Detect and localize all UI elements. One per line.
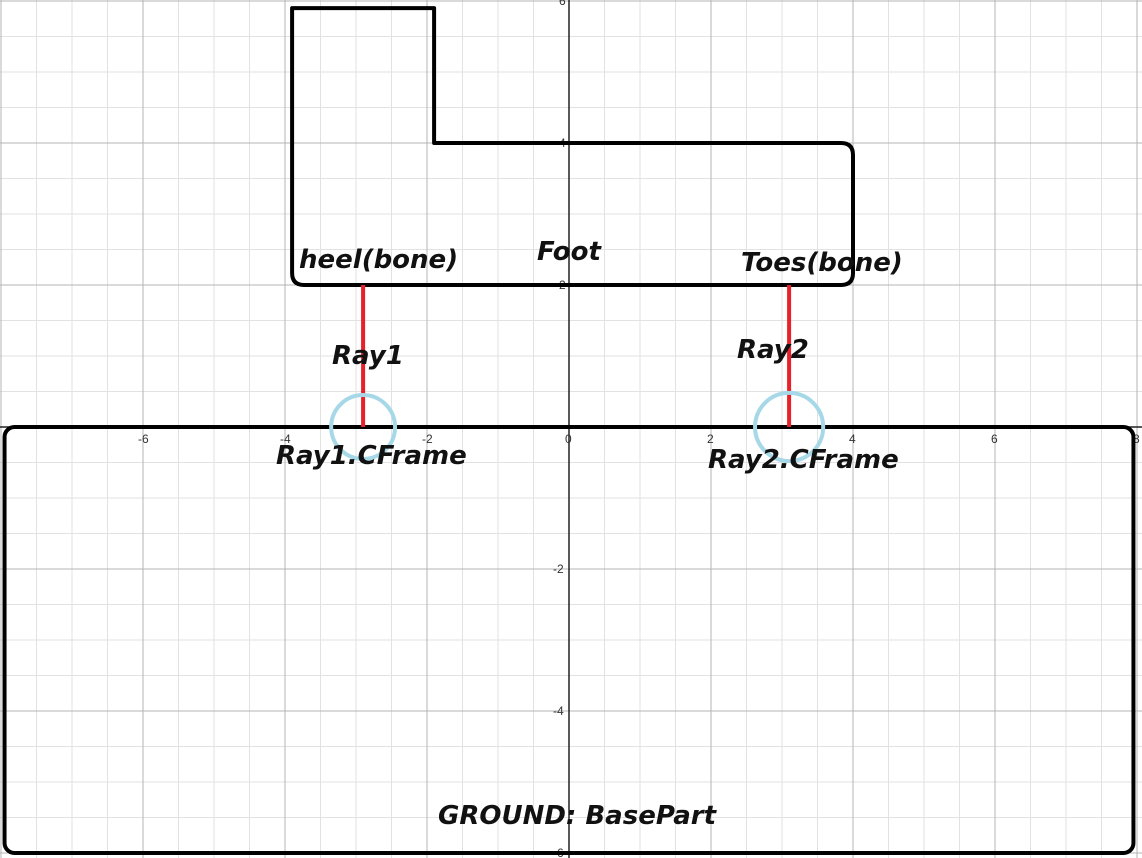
- y-tick-label: -2: [553, 562, 564, 576]
- ground-basepart-outline: [2, 425, 1136, 855]
- ray1-cframe-label: Ray1.CFrame: [276, 441, 467, 471]
- y-tick-label: -4: [553, 704, 564, 718]
- toes-bone-label: Toes(bone): [741, 248, 903, 278]
- x-tick-label: 6: [991, 432, 998, 446]
- heel-bone-label: heel(bone): [299, 245, 458, 275]
- ground-basepart-label: GROUND: BasePart: [438, 801, 718, 831]
- ray2-label: Ray2: [737, 335, 809, 365]
- x-tick-label: 2: [707, 432, 714, 446]
- x-tick-label: -2: [422, 432, 433, 446]
- ray1-hit-circle: [329, 393, 398, 461]
- x-tick-label: 0: [565, 432, 572, 446]
- ray2-cframe-label: Ray2.CFrame: [708, 445, 899, 475]
- x-tick-label: -6: [138, 432, 149, 446]
- x-tick-label: 4: [849, 432, 856, 446]
- ray2-hit-circle: [753, 390, 826, 464]
- foot-label: Foot: [537, 237, 602, 267]
- x-tick-label: -4: [280, 432, 291, 446]
- foot-outline: [290, 6, 855, 287]
- ray1-label: Ray1: [332, 341, 404, 371]
- x-tick-label: 8: [1133, 432, 1140, 446]
- y-tick-label: 6: [559, 0, 566, 8]
